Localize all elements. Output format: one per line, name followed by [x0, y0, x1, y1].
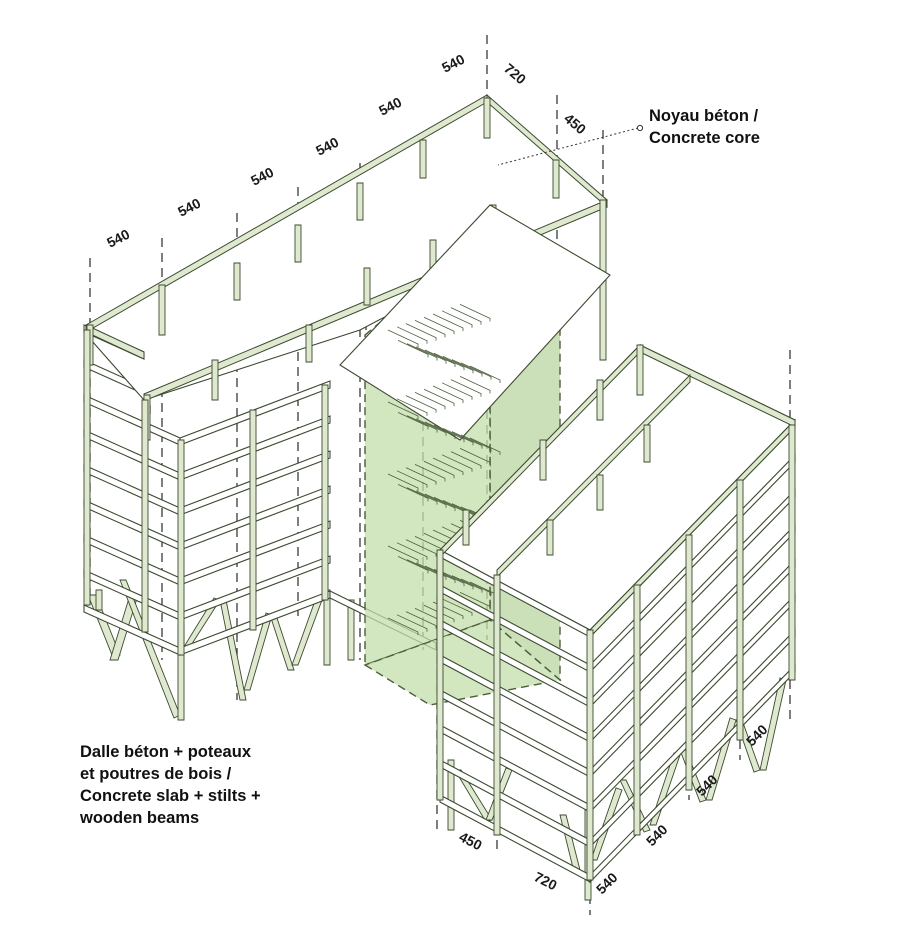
stair-step — [387, 329, 419, 347]
stair-step — [405, 539, 437, 557]
stair-step — [406, 487, 438, 505]
stair-step — [423, 604, 455, 623]
dim-right-bottom-450: 450 — [457, 828, 485, 853]
stair-step — [451, 359, 483, 377]
stair-step — [396, 614, 428, 632]
stair-step — [415, 346, 447, 364]
stair-step — [460, 362, 492, 380]
stair-step — [397, 484, 429, 502]
stair-flight — [387, 448, 491, 491]
stair-step — [396, 326, 428, 344]
stair-step — [442, 356, 474, 374]
core-label-line-1: Noyau béton / — [649, 107, 759, 125]
stair-step — [469, 365, 501, 383]
stair-step — [414, 392, 446, 410]
stair-step — [432, 313, 464, 331]
stair-step — [460, 434, 492, 452]
stair-step — [424, 349, 456, 367]
dim-left-end-450: 450 — [561, 110, 589, 137]
dim-left-top-4: 540 — [313, 134, 341, 159]
stair-step — [406, 415, 438, 433]
dim-left-top-3: 540 — [248, 164, 276, 189]
stair-step — [460, 578, 492, 596]
stair-step — [397, 340, 429, 358]
stair-step — [396, 542, 428, 560]
stair-step — [424, 565, 456, 583]
stair-step — [405, 395, 437, 413]
stair-step — [469, 437, 501, 455]
core-label-line-2: Concrete core — [649, 129, 760, 147]
stair-step — [441, 310, 473, 328]
dim-left-end-720: 720 — [501, 60, 529, 87]
structure-label-line-1: Dalle béton + poteaux — [80, 743, 251, 761]
structure-label-line-4: wooden beams — [80, 809, 200, 827]
stair-step — [433, 424, 465, 443]
stair-flight — [397, 412, 501, 455]
stair-step — [451, 575, 483, 593]
stair-step — [451, 431, 483, 449]
stair-step — [406, 343, 438, 361]
stair-step — [459, 448, 491, 466]
stair-step — [387, 401, 419, 419]
stair-step — [432, 385, 464, 403]
stair-step — [405, 323, 437, 341]
dim-left-top-6: 540 — [439, 51, 467, 76]
left-wing-facade-posts — [83, 329, 329, 656]
stair-step — [387, 617, 419, 635]
stair-step — [387, 545, 419, 563]
stair-step — [433, 568, 465, 587]
stair-step — [432, 457, 464, 475]
structure-label-line-3: Concrete slab + stilts + — [80, 787, 261, 805]
core-stair-flights — [387, 304, 501, 635]
stair-step — [450, 451, 482, 469]
stair-step — [396, 470, 428, 488]
stair-step — [459, 376, 491, 394]
stair-step — [405, 611, 437, 629]
stair-step — [415, 490, 447, 508]
stair-step — [441, 598, 473, 616]
right-wing-frame — [436, 343, 796, 881]
stair-step — [459, 592, 491, 610]
stair-step — [423, 388, 455, 407]
stair-step — [397, 556, 429, 574]
stair-step — [450, 307, 482, 325]
stair-flight — [397, 340, 501, 383]
core-label: Noyau béton / Concrete core — [649, 105, 760, 149]
stair-step — [450, 379, 482, 397]
stair-step — [424, 421, 456, 439]
dim-left-top-2: 540 — [175, 195, 203, 220]
stair-step — [424, 493, 456, 511]
stair-step — [423, 460, 455, 479]
dim-right-bottom-720: 720 — [532, 868, 560, 893]
stair-step — [415, 418, 447, 436]
stair-step — [433, 352, 465, 371]
structure-label-line-2: et poutres de bois / — [80, 765, 232, 783]
stair-step — [405, 467, 437, 485]
structure-label: Dalle béton + poteaux et poutres de bois… — [80, 741, 261, 829]
stair-step — [441, 382, 473, 400]
stair-step — [415, 562, 447, 580]
stair-flight — [387, 304, 491, 347]
core-label-leader — [497, 124, 644, 166]
stair-flight — [387, 376, 491, 419]
stair-step — [414, 320, 446, 338]
stair-step — [442, 428, 474, 446]
stair-step — [397, 412, 429, 430]
stair-step — [387, 473, 419, 491]
stair-step — [441, 454, 473, 472]
dim-left-top-1: 540 — [104, 226, 132, 251]
stair-step — [459, 304, 491, 322]
dim-left-top-5: 540 — [376, 94, 404, 119]
stair-step — [423, 316, 455, 335]
stair-step — [396, 398, 428, 416]
stair-step — [442, 572, 474, 590]
stair-step — [414, 464, 446, 482]
